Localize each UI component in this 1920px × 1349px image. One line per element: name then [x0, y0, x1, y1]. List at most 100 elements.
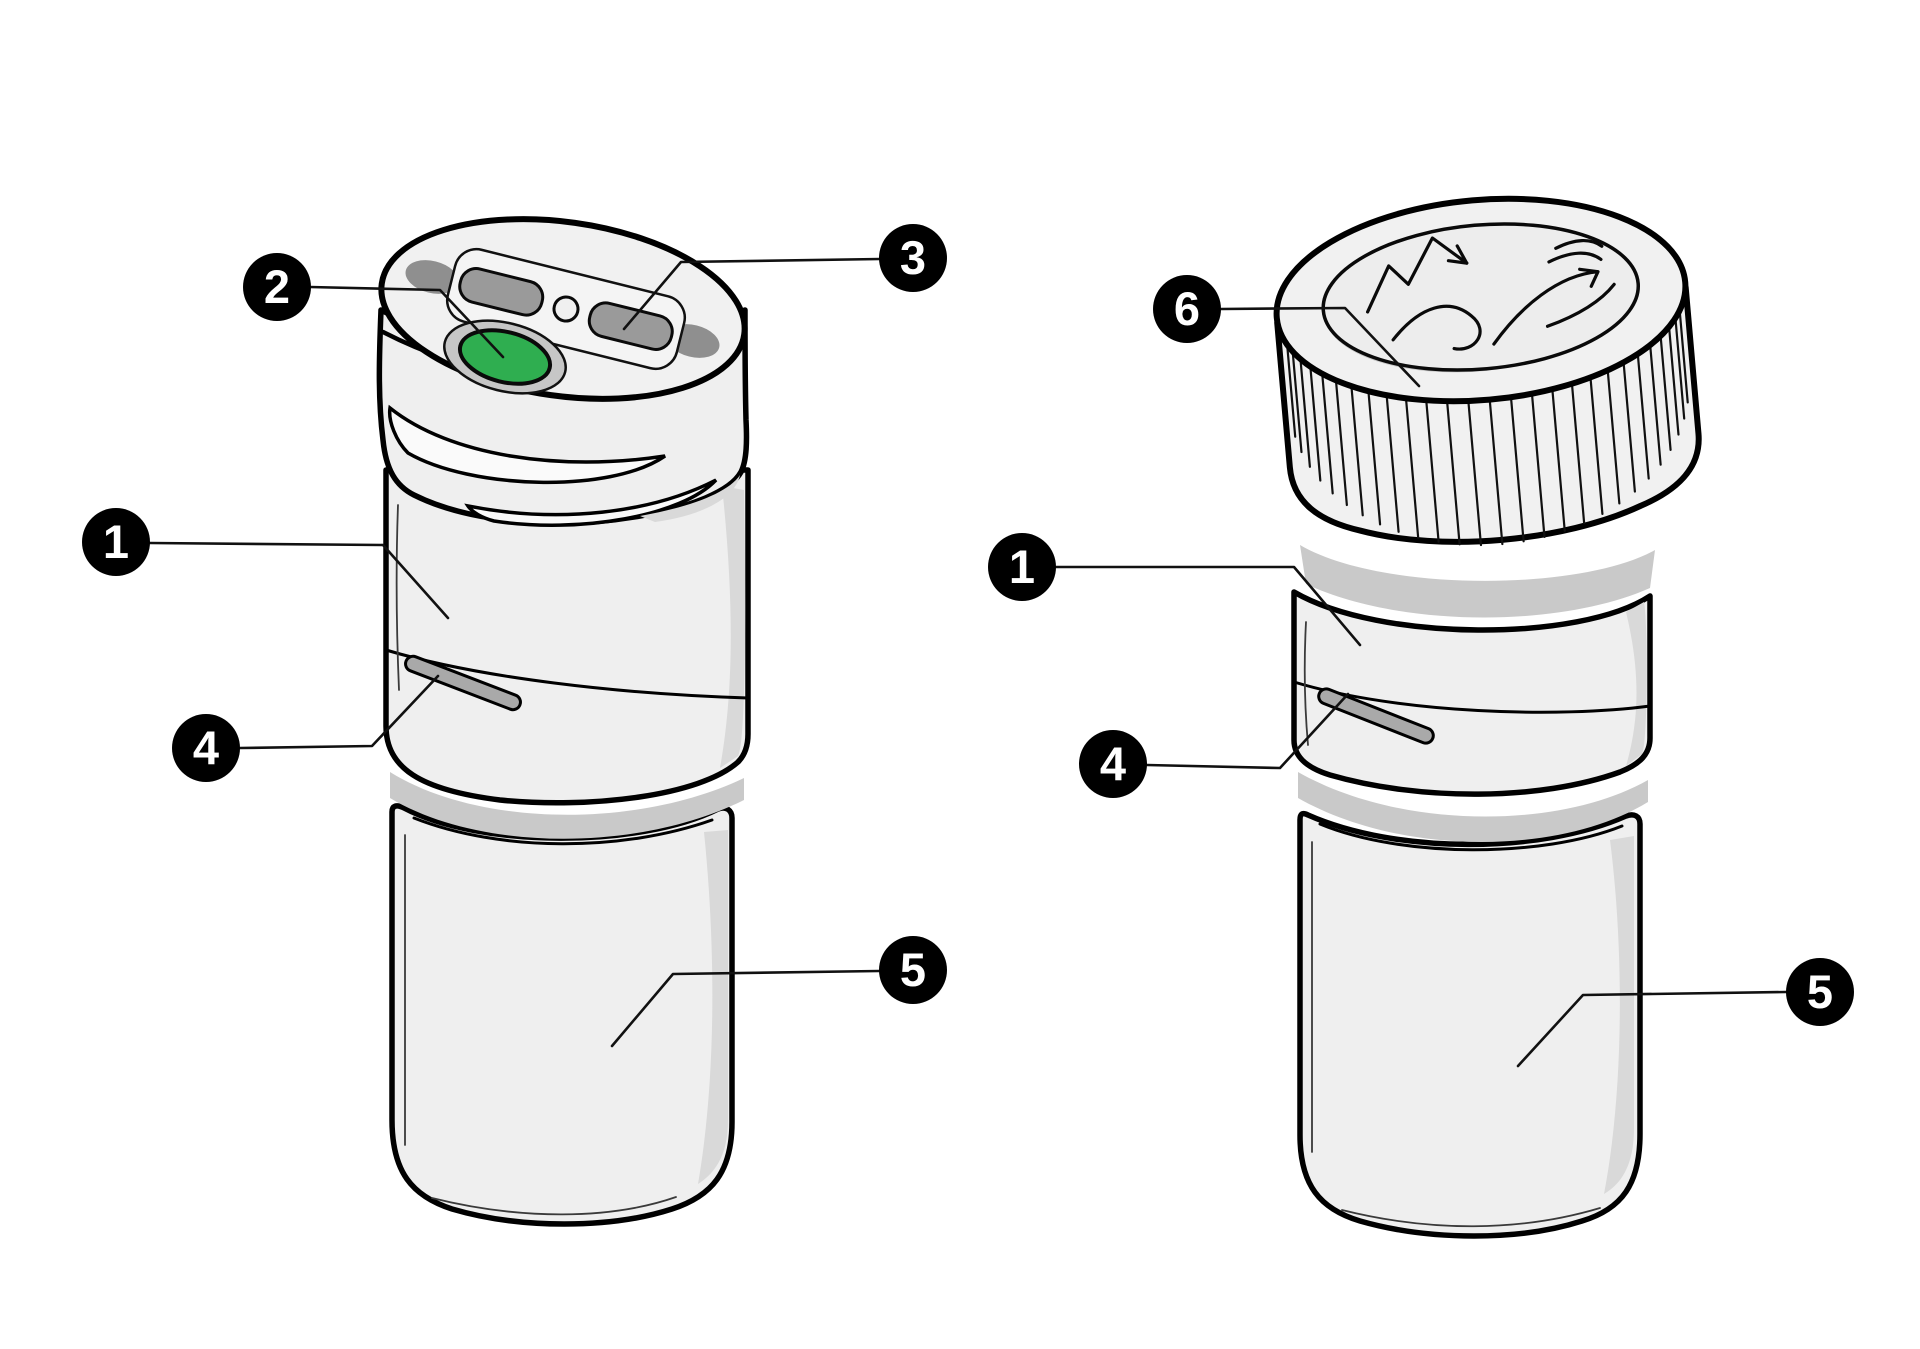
left-bottle: [376, 216, 751, 1227]
knurl-rib: [1466, 396, 1483, 547]
knurl-rib: [1424, 396, 1440, 543]
knurl-rib: [1677, 300, 1689, 404]
callout-badge-right-4: 4: [1079, 730, 1147, 798]
knurl-rib: [1285, 334, 1297, 438]
badge-number: 6: [1174, 282, 1200, 335]
right-waist-shadow: [1298, 772, 1648, 843]
knurl-rib: [1445, 397, 1461, 546]
badge-number: 1: [103, 515, 129, 568]
knurl-rib: [1589, 373, 1604, 516]
knurl-rib: [1550, 385, 1566, 532]
leader-line-right-1: [1054, 565, 1362, 647]
right-upper-body-right-shading: [1626, 602, 1647, 766]
right-neck-shadow: [1300, 545, 1655, 618]
badge-number: 5: [1807, 965, 1833, 1018]
callout-badge-right-5: 5: [1786, 958, 1854, 1026]
left-green-dose-button-group: [443, 319, 567, 395]
knurl-rib: [1530, 389, 1546, 538]
leader-line-right-6: [1219, 306, 1421, 388]
knurl-rib: [1570, 379, 1586, 525]
leader-line-left-1: [148, 541, 450, 620]
left-cap-top: [378, 216, 748, 402]
knurl-rib: [1298, 352, 1311, 468]
callout-badge-left-4: 4: [172, 714, 240, 782]
callout-badge-right-1: 1: [988, 533, 1056, 601]
badge-circle: [879, 224, 947, 292]
left-cap-swirl-groove-1: [387, 404, 666, 485]
badge-circle: [243, 253, 311, 321]
badge-circle: [879, 936, 947, 1004]
leader-line-left-2: [308, 285, 505, 359]
leader-line-left-5: [610, 969, 881, 1048]
callout-badge-left-5: 5: [879, 936, 947, 1004]
left-bottle-lower-body: [389, 803, 735, 1227]
right-bottle: [1268, 183, 1707, 1239]
knurl-rib: [1673, 310, 1686, 420]
left-lower-body-bottom-arc: [431, 1196, 677, 1216]
badge-circle: [172, 714, 240, 782]
knurl-rib: [1648, 340, 1662, 466]
right-cap-embossed-arrows: [1366, 236, 1616, 351]
callout-badge-right-6: 6: [1153, 275, 1221, 343]
badge-number: 4: [1100, 737, 1126, 790]
badge-number: 3: [900, 231, 926, 284]
right-child-resistant-cap[interactable]: [1268, 183, 1707, 562]
right-bottle-upper-body: [1291, 545, 1655, 797]
knurl-rib: [1385, 391, 1400, 533]
leader-lines: [148, 257, 1788, 1068]
right-bottle-lower-body: [1297, 810, 1643, 1239]
left-cap-swirl-groove-2: [464, 478, 718, 527]
left-upper-body-left-highlight: [395, 504, 400, 691]
knurl-rib: [1622, 358, 1636, 493]
knurl-rib: [1667, 320, 1680, 436]
left-plate-center-hole: [552, 295, 580, 323]
leader-line-right-5: [1516, 990, 1788, 1068]
knurl-rib: [1367, 386, 1382, 526]
leader-line-left-4: [238, 674, 440, 750]
left-lower-body-inner-rim: [412, 816, 714, 846]
badge-number: 5: [900, 943, 926, 996]
knurl-rib: [1291, 343, 1303, 454]
knurl-rib: [1636, 349, 1650, 480]
right-viewing-slot: [1317, 687, 1435, 745]
badge-circle: [1079, 730, 1147, 798]
leader-line-left-3: [622, 257, 882, 331]
callout-badge-left-3: 3: [879, 224, 947, 292]
knurl-rib: [1509, 393, 1525, 543]
left-cap-dispensing-plate: [445, 247, 687, 371]
knurl-rib: [1320, 369, 1334, 495]
left-viewing-slot: [404, 654, 522, 712]
knurl-rib: [1606, 366, 1621, 505]
left-cap-skirt-shading: [640, 475, 740, 522]
right-lower-body-bottom-arc: [1341, 1207, 1601, 1228]
right-upper-body-shape: [1291, 589, 1653, 797]
badge-circle: [988, 533, 1056, 601]
right-lower-body-shape: [1297, 810, 1643, 1239]
badge-number: 2: [264, 260, 290, 313]
badge-number: 1: [1009, 540, 1035, 593]
left-lower-body-right-shading: [698, 830, 728, 1184]
left-lower-body-shape: [389, 803, 735, 1227]
knurl-rib: [1659, 330, 1672, 451]
knurl-rib: [1404, 394, 1420, 539]
right-upper-body-left-highlight: [1303, 621, 1309, 746]
badge-number: 4: [193, 721, 219, 774]
knurl-rib: [1350, 381, 1364, 517]
callout-badge-left-1: 1: [82, 508, 150, 576]
left-upper-body-shape: [383, 467, 751, 806]
right-lower-body-right-shading: [1604, 836, 1634, 1194]
callout-badges: 2 3 1 4 5 6 1 4: [82, 224, 1854, 1026]
knurl-rib: [1334, 375, 1348, 507]
left-waist-shadow: [390, 772, 744, 839]
left-bottle-upper-body: [383, 467, 751, 806]
left-plate-slot-left: [458, 267, 545, 317]
left-cap-corner-oval-left: [405, 260, 459, 294]
knurl-rib: [1308, 361, 1322, 482]
knurl-rib: [1488, 395, 1504, 546]
callout-badge-left-2: 2: [243, 253, 311, 321]
right-lower-body-inner-rim: [1318, 822, 1624, 852]
left-green-dose-button[interactable]: [454, 322, 555, 393]
leader-line-right-4: [1145, 692, 1350, 770]
